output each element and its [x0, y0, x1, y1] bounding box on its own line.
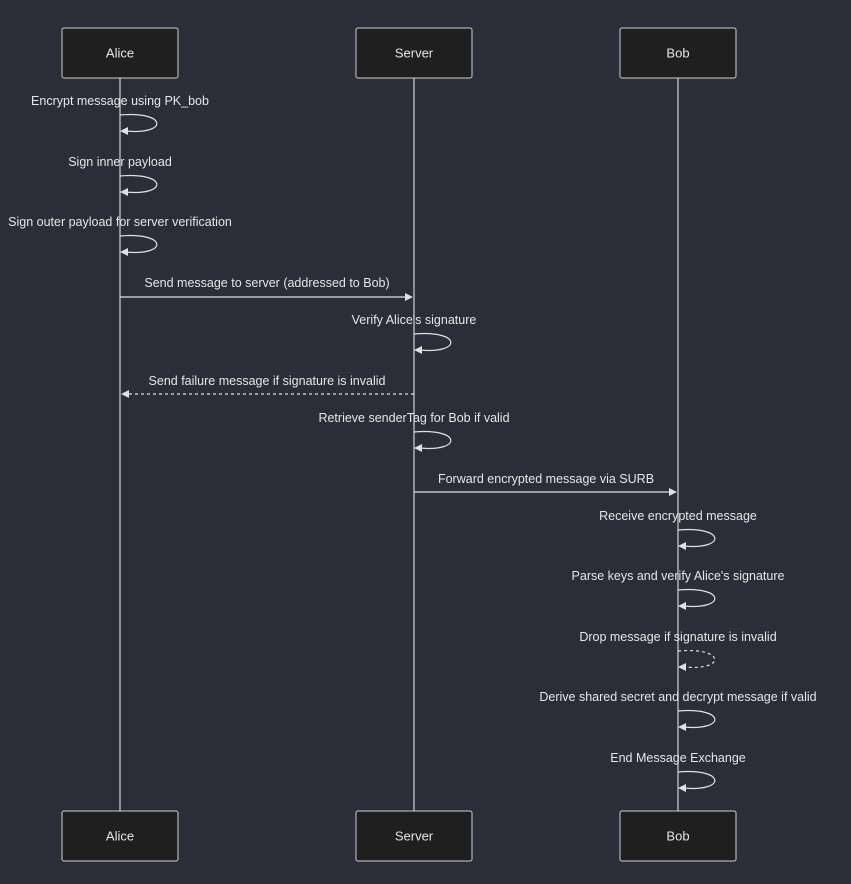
actor-label: Bob	[666, 829, 689, 844]
arrowhead	[414, 444, 422, 452]
arrowhead	[678, 542, 686, 550]
arrowhead	[120, 248, 128, 256]
actor-box	[355, 810, 473, 862]
arrowhead	[120, 188, 128, 196]
message-label: Sign inner payload	[68, 155, 172, 169]
self-message-arrow	[677, 770, 716, 790]
arrowhead	[678, 663, 686, 671]
actor-bob-top: Bob	[619, 27, 737, 79]
actor-alice-top: Alice	[61, 27, 179, 79]
arrowhead	[678, 723, 686, 731]
actor-label: Bob	[666, 46, 689, 61]
self-message-arrow	[413, 332, 452, 352]
actor-label: Alice	[106, 829, 134, 844]
self-message-arrow	[119, 234, 158, 254]
message-label: Forward encrypted message via SURB	[438, 472, 654, 486]
self-message-arrow	[119, 113, 158, 133]
message-label: Sign outer payload for server verificati…	[8, 215, 232, 229]
actor-box	[61, 27, 179, 79]
message-label: End Message Exchange	[610, 751, 746, 765]
message-label: Encrypt message using PK_bob	[31, 94, 209, 108]
message-label: Send message to server (addressed to Bob…	[144, 276, 389, 290]
message-label: Retrieve senderTag for Bob if valid	[318, 411, 509, 425]
message-label: Send failure message if signature is inv…	[149, 374, 386, 388]
actor-box	[61, 810, 179, 862]
message-label: Derive shared secret and decrypt message…	[539, 690, 816, 704]
self-message-arrow	[677, 649, 716, 669]
actor-bob-bottom: Bob	[619, 810, 737, 862]
actor-label: Server	[395, 46, 434, 61]
arrowhead	[120, 127, 128, 135]
self-message-arrow	[677, 588, 716, 608]
actor-box	[619, 27, 737, 79]
actor-server-top: Server	[355, 27, 473, 79]
self-message-arrow	[119, 174, 158, 194]
message-label: Parse keys and verify Alice's signature	[572, 569, 785, 583]
arrowhead	[405, 293, 413, 301]
actor-box	[619, 810, 737, 862]
actor-label: Server	[395, 829, 434, 844]
arrowhead	[678, 784, 686, 792]
arrowhead	[121, 390, 129, 398]
actor-alice-bottom: Alice	[61, 810, 179, 862]
self-message-arrow	[413, 430, 452, 450]
arrowhead	[414, 346, 422, 354]
message-label: Receive encrypted message	[599, 509, 757, 523]
actor-box	[355, 27, 473, 79]
self-message-arrow	[677, 528, 716, 548]
message-label: Drop message if signature is invalid	[579, 630, 776, 644]
arrowhead	[669, 488, 677, 496]
self-message-arrow	[677, 709, 716, 729]
message-label: Verify Alice's signature	[352, 313, 477, 327]
arrowhead	[678, 602, 686, 610]
actor-label: Alice	[106, 46, 134, 61]
actor-server-bottom: Server	[355, 810, 473, 862]
